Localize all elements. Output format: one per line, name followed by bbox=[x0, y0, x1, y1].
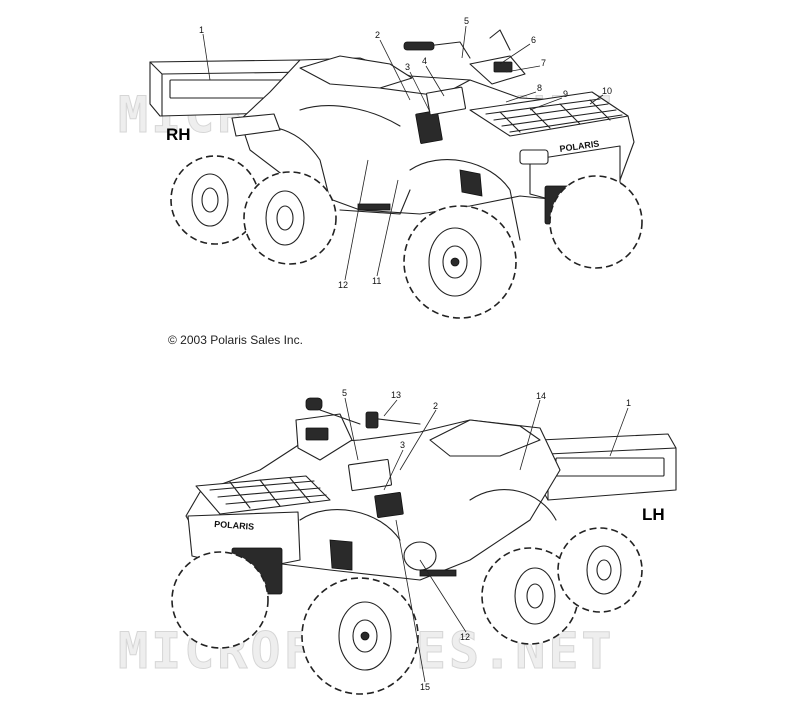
atv-illustration-rh: POLARIS bbox=[149, 29, 643, 319]
lh-callout-5: 5 bbox=[342, 388, 347, 398]
rh-callout-10: 10 bbox=[602, 86, 612, 96]
rh-callout-8: 8 bbox=[537, 83, 542, 93]
lh-side-label: LH bbox=[642, 505, 665, 524]
rh-callout-5: 5 bbox=[464, 16, 469, 26]
lh-callout-1: 1 bbox=[626, 398, 631, 408]
rh-callout-6: 6 bbox=[531, 35, 536, 45]
lh-callout-2: 2 bbox=[433, 401, 438, 411]
rh-callout-4: 4 bbox=[422, 56, 427, 66]
rh-callout-2: 2 bbox=[375, 30, 380, 40]
rh-callout-11: 11 bbox=[372, 276, 381, 286]
lh-leader-lines bbox=[344, 397, 629, 683]
rh-callouts: 1 2 3 4 5 6 7 8 9 10 11 12 bbox=[199, 16, 612, 290]
lh-callout-12: 12 bbox=[460, 632, 470, 642]
rh-leader-lines bbox=[202, 25, 604, 281]
lh-callout-15: 15 bbox=[420, 682, 430, 692]
atv-illustration-lh: POLARIS bbox=[171, 397, 677, 695]
copyright-notice: © 2003 Polaris Sales Inc. bbox=[168, 333, 303, 347]
rh-callout-12: 12 bbox=[338, 280, 348, 290]
rh-callout-3: 3 bbox=[405, 62, 410, 72]
rh-callout-7: 7 bbox=[541, 58, 546, 68]
lh-callout-14: 14 bbox=[536, 391, 546, 401]
lh-brand-decal: POLARIS bbox=[214, 519, 255, 532]
rh-side-label: RH bbox=[166, 125, 191, 144]
rh-callout-9: 9 bbox=[563, 89, 568, 99]
lh-callout-13: 13 bbox=[391, 390, 401, 400]
rh-callout-1: 1 bbox=[199, 25, 204, 35]
lh-callout-3: 3 bbox=[400, 440, 405, 450]
lh-callouts: 5 13 2 3 14 1 12 15 bbox=[342, 388, 631, 692]
